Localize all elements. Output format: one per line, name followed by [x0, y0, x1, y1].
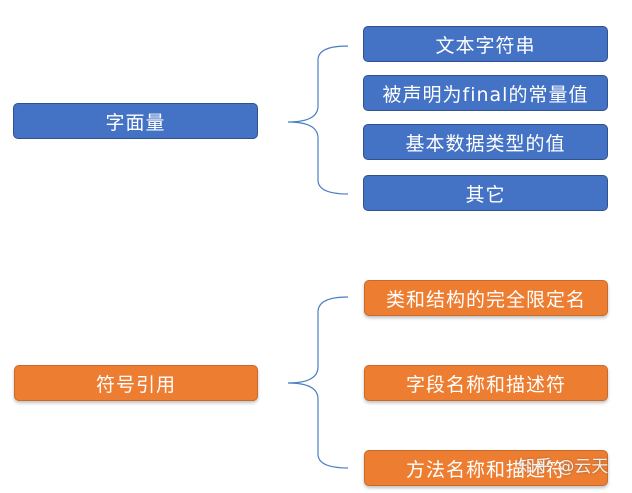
- literal-child-text-string: 文本字符串: [363, 26, 608, 62]
- symbolic-child-field-descriptor: 字段名称和描述符: [364, 365, 608, 401]
- literal-root-label: 字面量: [105, 111, 166, 134]
- literal-child-final-constant: 被声明为final的常量值: [363, 75, 608, 111]
- symbolic-root-node: 符号引用: [14, 365, 258, 401]
- symbolic-child-label: 类和结构的完全限定名: [385, 288, 586, 311]
- literal-root-node: 字面量: [13, 103, 258, 139]
- symbolic-child-method-descriptor: 方法名称和描述符: [364, 450, 608, 486]
- symbolic-child-qualified-name: 类和结构的完全限定名: [364, 280, 608, 316]
- literal-child-label: 基本数据类型的值: [405, 132, 566, 155]
- literal-child-label: 其它: [465, 183, 506, 206]
- literal-child-label: 文本字符串: [435, 34, 536, 57]
- symbolic-child-label: 方法名称和描述符: [405, 458, 566, 481]
- literal-brace: [287, 45, 349, 195]
- symbolic-root-label: 符号引用: [95, 373, 176, 396]
- literal-child-other: 其它: [363, 175, 608, 211]
- symbolic-brace: [287, 296, 349, 469]
- symbolic-child-label: 字段名称和描述符: [405, 373, 566, 396]
- literal-child-label: 被声明为final的常量值: [382, 83, 589, 106]
- literal-child-primitive-value: 基本数据类型的值: [363, 124, 608, 160]
- watermark-text: 知乎 @云天: [518, 457, 609, 477]
